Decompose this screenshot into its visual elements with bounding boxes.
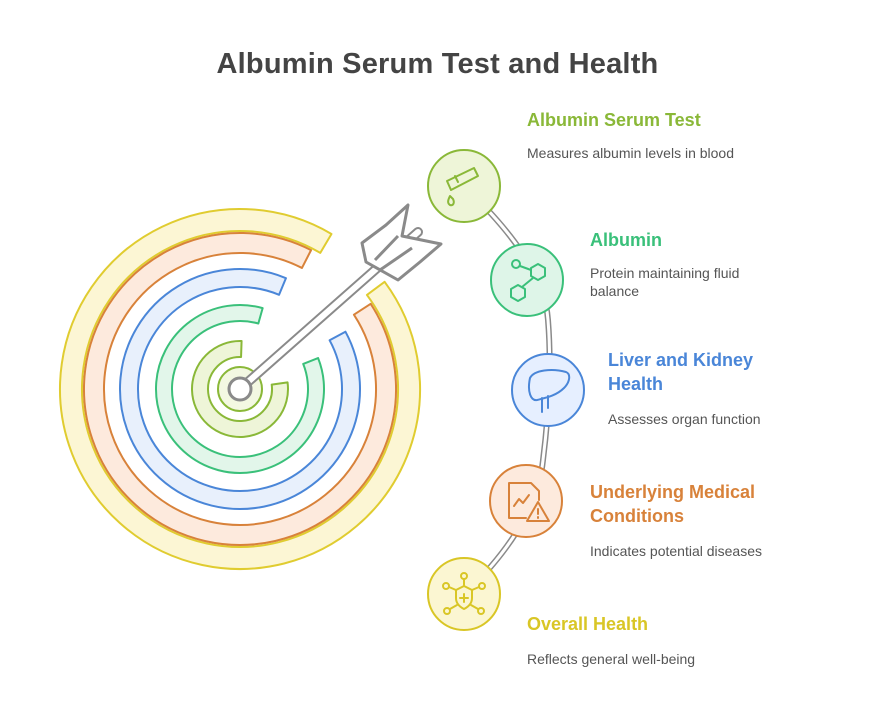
item-description: Indicates potential diseases bbox=[590, 543, 762, 559]
target-ring-2 bbox=[83, 232, 397, 546]
arrow bbox=[227, 203, 443, 402]
item-icon-circle-4 bbox=[489, 464, 563, 538]
item-icon-circle-3 bbox=[511, 353, 585, 427]
item-icon-circle-2 bbox=[490, 243, 564, 317]
arrow-fletching-mid bbox=[373, 234, 413, 272]
item-title: Underlying Medical Conditions bbox=[590, 482, 756, 526]
page-title: Albumin Serum Test and Health bbox=[216, 48, 659, 80]
item-description: Protein maintaining fluid balance bbox=[590, 265, 740, 299]
target-ring-1 bbox=[59, 208, 421, 570]
target-ring-3 bbox=[119, 268, 361, 510]
item-overall-health: Overall Health Reflects general well-bei… bbox=[527, 612, 757, 668]
item-description: Assesses organ function bbox=[608, 411, 761, 427]
molecule-icon bbox=[510, 259, 546, 302]
item-underlying-conditions: Underlying Medical Conditions Indicates … bbox=[590, 480, 810, 560]
liver-icon bbox=[527, 369, 571, 413]
item-albumin-serum-test: Albumin Serum Test Measures albumin leve… bbox=[527, 108, 757, 162]
warning-chart-icon bbox=[508, 482, 550, 522]
item-title: Overall Health bbox=[527, 614, 649, 634]
item-description: Measures albumin levels in blood bbox=[527, 145, 734, 161]
item-title: Liver and Kidney Health bbox=[608, 350, 754, 394]
item-liver-kidney-health: Liver and Kidney Health Assesses organ f… bbox=[608, 348, 808, 428]
item-albumin: Albumin Protein maintaining fluid balanc… bbox=[590, 228, 790, 300]
shield-network-icon bbox=[442, 572, 486, 615]
arrow-fletching bbox=[360, 203, 443, 282]
item-description: Reflects general well-being bbox=[527, 651, 696, 667]
item-title: Albumin bbox=[590, 230, 662, 250]
item-title: Albumin Serum Test bbox=[527, 110, 701, 130]
arrow-tip bbox=[227, 376, 253, 402]
target-ring-4 bbox=[155, 304, 325, 474]
item-icon-circle-5 bbox=[427, 557, 501, 631]
test-tube-icon bbox=[446, 167, 479, 207]
item-icon-circle-1 bbox=[427, 149, 501, 223]
target-ring-5 bbox=[191, 340, 289, 438]
